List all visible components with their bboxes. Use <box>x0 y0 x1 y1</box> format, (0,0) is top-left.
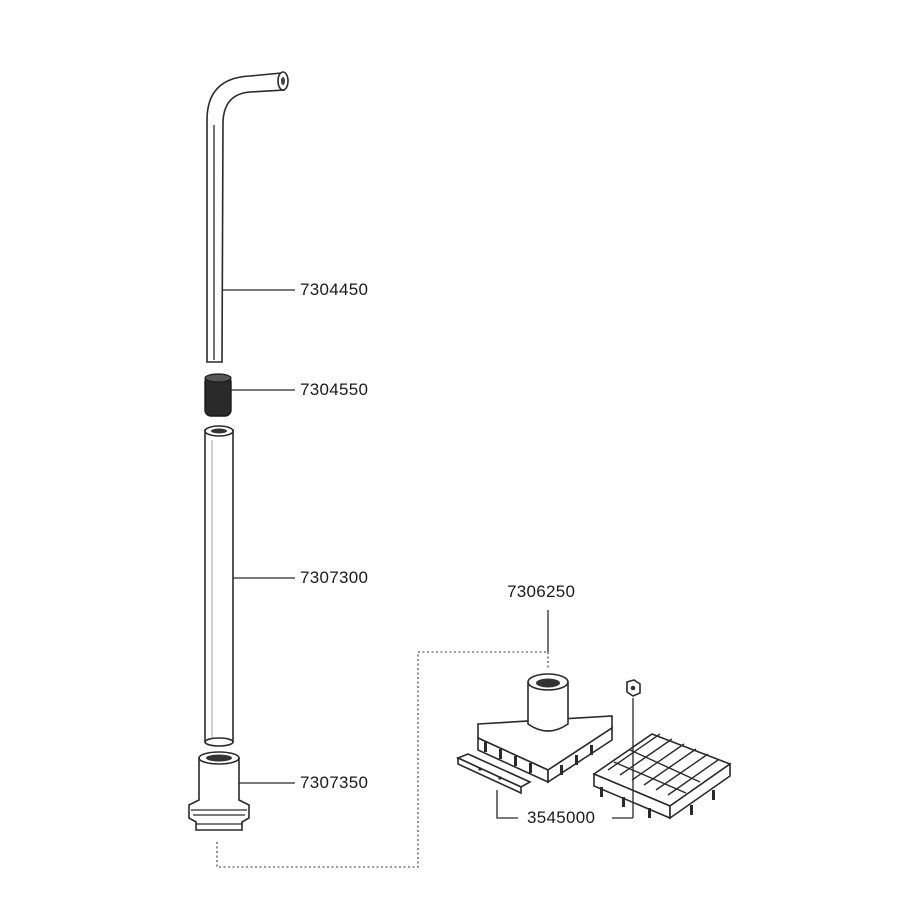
base-plate-part <box>477 673 613 784</box>
label-7306250: 7306250 <box>507 582 576 601</box>
label-7307300: 7307300 <box>300 568 369 587</box>
leader-3545000-left <box>496 790 518 819</box>
lower-pipe-part <box>204 425 234 747</box>
label-3545000: 3545000 <box>527 808 596 827</box>
pipe-adapter-part <box>188 751 250 831</box>
label-7304450: 7304450 <box>300 280 369 299</box>
coupling-sleeve-part <box>204 373 232 417</box>
hex-nut-part <box>626 679 641 697</box>
filter-grid-part <box>592 733 732 820</box>
assembly-connection-line <box>216 651 548 868</box>
upper-pipe-part <box>206 71 289 363</box>
label-7304550: 7304550 <box>300 380 369 399</box>
clip-strip-part <box>455 753 532 795</box>
label-7307350: 7307350 <box>300 773 369 792</box>
